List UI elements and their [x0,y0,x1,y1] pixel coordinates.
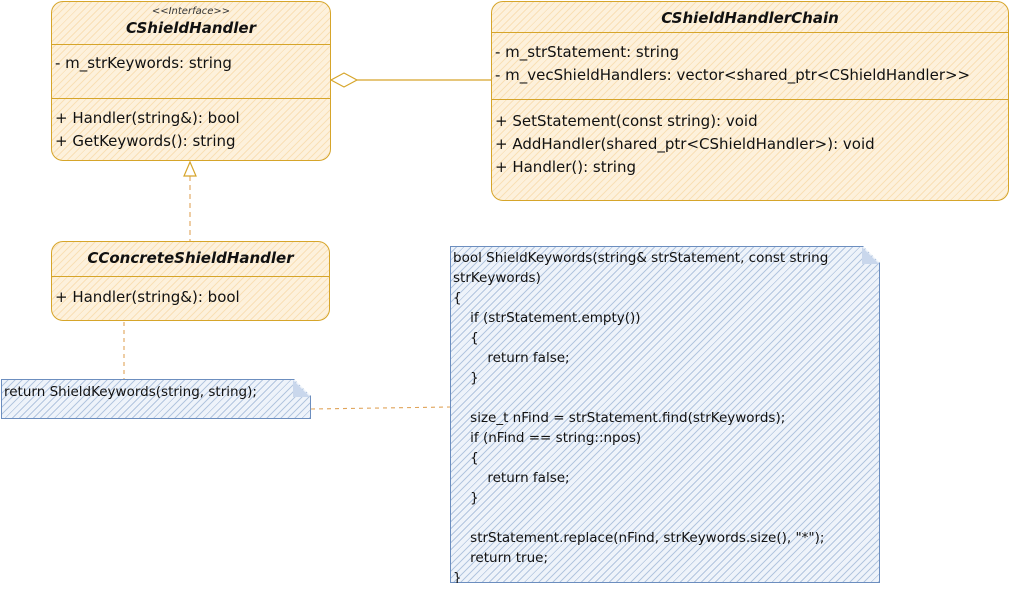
stereotype-label: <<Interface>> [151,6,231,17]
class-name: CConcreteShieldHandler [87,249,294,267]
class-name: CShieldHandler [126,19,256,37]
method-row: + Handler(string&): bool [55,109,240,127]
method-row: + SetStatement(const string): void [495,112,758,130]
divider [492,32,1008,33]
divider [52,98,330,99]
aggregation-connector [329,72,491,88]
divider [52,276,329,277]
note-code[interactable]: bool ShieldKeywords(string& strStatement… [450,246,880,583]
divider [52,44,330,45]
method-row: + AddHandler(shared_ptr<CShieldHandler>)… [495,135,875,153]
aggregation-diamond [329,72,359,88]
attribute-row: - m_vecShieldHandlers: vector<shared_ptr… [495,66,971,84]
method-row: + Handler(): string [495,158,636,176]
attributes-compartment: - m_strKeywords: string [52,45,330,98]
note-link-code [310,406,451,410]
realization-arrowhead [183,160,197,177]
class-cshieldhandler[interactable]: <<Interface>> CShieldHandler - m_strKeyw… [51,1,331,161]
attribute-row: - m_strKeywords: string [55,54,232,72]
methods-compartment: + SetStatement(const string): void + Add… [492,100,1008,179]
class-cconcreteshieldhandler[interactable]: CConcreteShieldHandler + Handler(string&… [51,241,330,321]
method-row: + GetKeywords(): string [55,132,236,150]
realization-connector [183,160,197,241]
code-text: bool ShieldKeywords(string& strStatement… [453,250,829,586]
class-cshieldhandlerchain[interactable]: CShieldHandlerChain - m_strStatement: st… [491,1,1009,201]
methods-compartment: + Handler(string&): bool [52,277,329,309]
note-text: return ShieldKeywords(string, string); [4,384,257,400]
note-call[interactable]: return ShieldKeywords(string, string); [1,379,311,419]
attribute-row: - m_strStatement: string [495,43,679,61]
methods-compartment: + Handler(string&): bool + GetKeywords()… [52,99,330,153]
divider [492,99,1008,100]
attributes-compartment: - m_strStatement: string - m_vecShieldHa… [492,33,1008,99]
class-name: CShieldHandlerChain [661,9,839,27]
method-row: + Handler(string&): bool [55,288,240,306]
